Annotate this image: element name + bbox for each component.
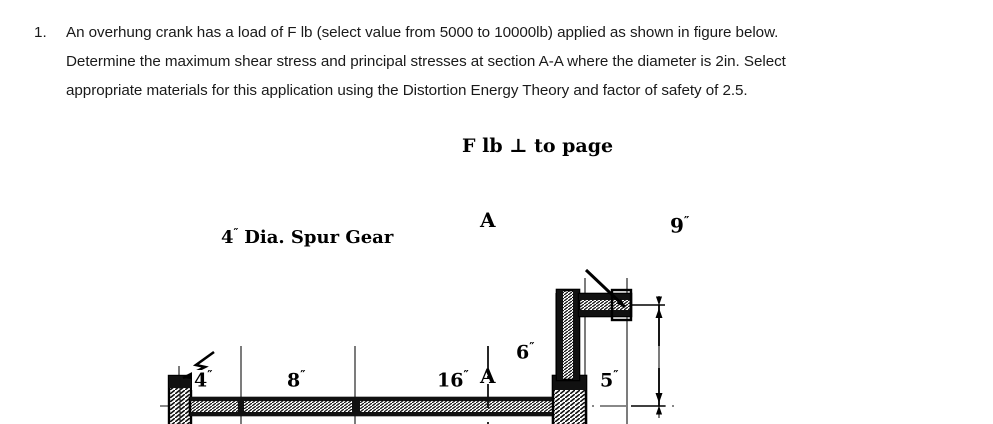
dim-5in-label: 5″: [598, 368, 620, 392]
dim-16in-unit: ″: [463, 368, 469, 382]
gear-label-value: 4: [221, 227, 234, 248]
spur-gear: [167, 374, 193, 424]
load-label: F lb ⊥ to page: [462, 135, 614, 157]
dim-5in-value: 5: [600, 369, 614, 392]
load-arrow: [584, 268, 627, 309]
problem-line-1: An overhung crank has a load of F lb (se…: [66, 24, 779, 41]
dim-9in-value: 9: [670, 213, 684, 238]
dim-6in-unit: ″: [529, 340, 534, 354]
dim-8in-unit: ″: [300, 368, 305, 382]
dim-16in-value: 16: [437, 369, 464, 392]
gear-label-text: Dia. Spur Gear: [238, 227, 394, 248]
dim-4in-value: 4: [194, 369, 208, 392]
dim-4in-unit: ″: [207, 368, 212, 382]
main-shaft: [188, 396, 558, 417]
dim-8in-label: 8″: [284, 368, 308, 392]
dim-16in-label: 16″: [434, 368, 472, 392]
dim-6in-value: 6: [516, 341, 530, 364]
section-label-top: A: [480, 208, 496, 232]
gear-label-unit: ″: [233, 226, 239, 239]
dim-9in-label: 9″: [670, 213, 690, 238]
gear-label: 4″ Dia. Spur Gear: [221, 227, 393, 247]
crank-drawing: [160, 268, 680, 424]
dim-9in-line: [631, 296, 665, 415]
problem-text: An overhung crank has a load of F lb (se…: [66, 18, 964, 105]
crank-hub: [551, 374, 588, 424]
dim-8in-value: 8: [287, 369, 301, 392]
dim-5in-unit: ″: [613, 368, 618, 382]
dim-9in-unit: ″: [683, 213, 690, 228]
problem-line-2: Determine the maximum shear stress and p…: [66, 53, 786, 70]
problem-line-3: appropriate materials for this applicati…: [66, 82, 748, 99]
problem-statement: 1. An overhung crank has a load of F lb …: [34, 18, 964, 105]
problem-number: 1.: [34, 24, 47, 41]
dim-4in-label: 4″: [192, 368, 214, 392]
dim-6in-label: 6″: [516, 340, 534, 364]
crank-figure: F lb ⊥ to page 4″ Dia. Spur Gear A A 9″ …: [0, 118, 993, 424]
problem-row: 1. An overhung crank has a load of F lb …: [34, 18, 964, 105]
crank-arm: [555, 288, 581, 382]
section-label-bottom: A: [480, 364, 496, 388]
